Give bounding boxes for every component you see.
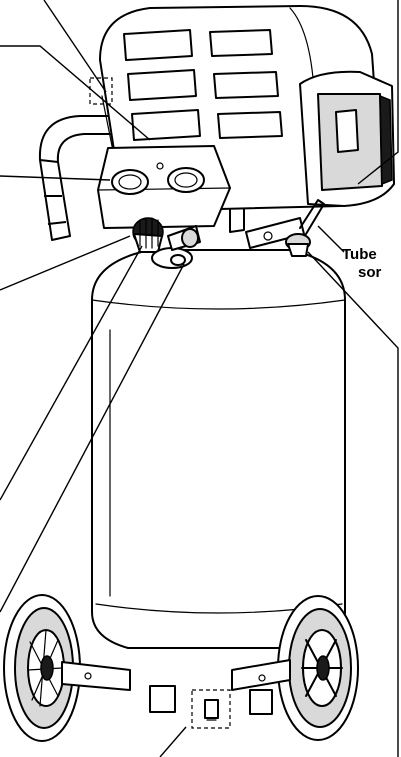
check-valve-tube bbox=[245, 199, 325, 257]
outlet-pressure-gauge bbox=[167, 167, 205, 193]
regulator-knob bbox=[132, 217, 164, 253]
gauge-panel bbox=[97, 145, 231, 229]
quick-coupler bbox=[151, 225, 201, 269]
drain-valve bbox=[191, 689, 231, 729]
right-wheel bbox=[277, 595, 359, 741]
tank-pressure-gauge bbox=[111, 169, 149, 195]
callout-label-sor: sor bbox=[358, 264, 382, 281]
motor-end-cover bbox=[299, 70, 395, 207]
callout-label-tube: Tube bbox=[342, 246, 377, 263]
detail-box bbox=[89, 77, 113, 105]
air-tank bbox=[91, 249, 346, 649]
base-brackets bbox=[61, 659, 291, 715]
